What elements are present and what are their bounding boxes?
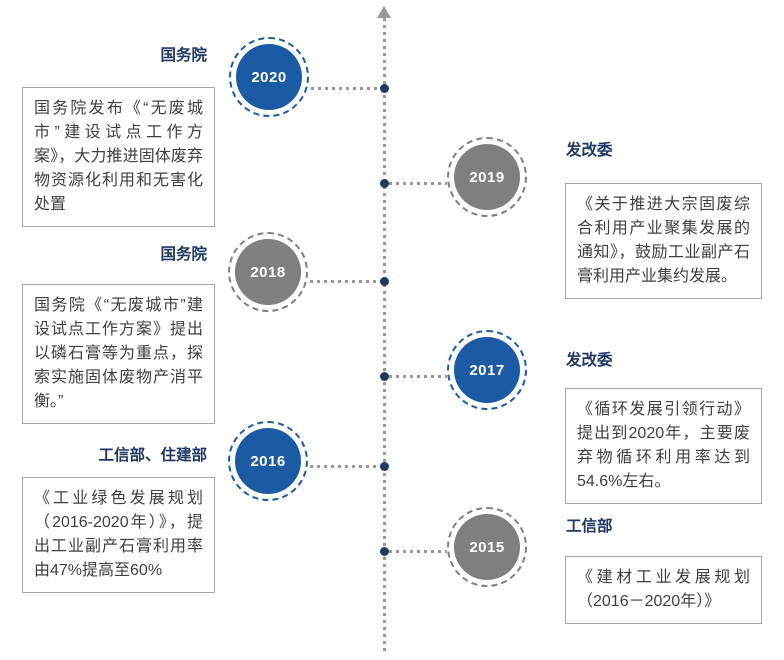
axis-node-2016 xyxy=(380,462,389,471)
agency-label-2020: 国务院 xyxy=(160,47,207,64)
year-circle-2020: 2020 xyxy=(229,37,309,117)
year-badge-2020: 2020 xyxy=(236,44,302,110)
year-text-2016: 2016 xyxy=(250,452,286,470)
policy-box-2016: 《工业绿色发展规划（2016-2020年）》，提出工业副产石膏利用率由47%提高… xyxy=(22,477,215,593)
agency-label-2017: 发改委 xyxy=(566,352,613,369)
connector-line-2020 xyxy=(311,87,383,90)
year-text-2018: 2018 xyxy=(250,263,286,281)
year-text-2020: 2020 xyxy=(251,68,287,86)
year-text-2017: 2017 xyxy=(469,361,505,379)
agency-label-2016: 工信部、住建部 xyxy=(98,447,207,464)
year-circle-2015: 2015 xyxy=(447,507,527,587)
agency-label-2018: 国务院 xyxy=(160,246,207,263)
policy-box-2019: 《关于推进大宗固废综合利用产业聚集发展的通知》，鼓励工业副产石膏利用产业集约发展… xyxy=(565,183,762,299)
year-circle-2016: 2016 xyxy=(228,421,308,501)
year-badge-2019: 2019 xyxy=(454,144,520,210)
year-badge-2018: 2018 xyxy=(235,239,301,305)
policy-box-2018: 国务院《“无废城市”建设试点工作方案》提出以磷石膏等为重点，探索实施固体废物产消… xyxy=(22,284,215,424)
policy-box-2020: 国务院发布《“无废城市”建设试点工作方案》，大力推进固体废弃物资源化利用和无害化… xyxy=(22,87,215,227)
axis-node-2020 xyxy=(380,84,389,93)
connector-line-2015 xyxy=(389,550,447,553)
connector-line-2017 xyxy=(389,375,447,378)
policy-box-2017: 《循环发展引领行动》提出到2020年，主要废弃物循环利用率达到54.6%左右。 xyxy=(565,388,762,504)
axis-node-2019 xyxy=(380,179,389,188)
timeline-axis xyxy=(383,18,386,654)
year-text-2019: 2019 xyxy=(469,168,505,186)
axis-node-2017 xyxy=(380,372,389,381)
policy-box-2015: 《建材工业发展规划（2016－2020年）》 xyxy=(565,556,762,624)
connector-line-2016 xyxy=(310,465,383,468)
year-badge-2016: 2016 xyxy=(235,428,301,494)
axis-node-2015 xyxy=(380,547,389,556)
agency-label-2015: 工信部 xyxy=(566,518,613,535)
year-circle-2017: 2017 xyxy=(447,330,527,410)
axis-node-2018 xyxy=(380,277,389,286)
year-circle-2018: 2018 xyxy=(228,232,308,312)
agency-label-2019: 发改委 xyxy=(566,142,613,159)
axis-arrow-up-icon xyxy=(377,6,391,18)
year-badge-2017: 2017 xyxy=(454,337,520,403)
connector-line-2019 xyxy=(389,182,447,185)
year-circle-2019: 2019 xyxy=(447,137,527,217)
year-badge-2015: 2015 xyxy=(454,514,520,580)
year-text-2015: 2015 xyxy=(469,538,505,556)
connector-line-2018 xyxy=(310,280,383,283)
